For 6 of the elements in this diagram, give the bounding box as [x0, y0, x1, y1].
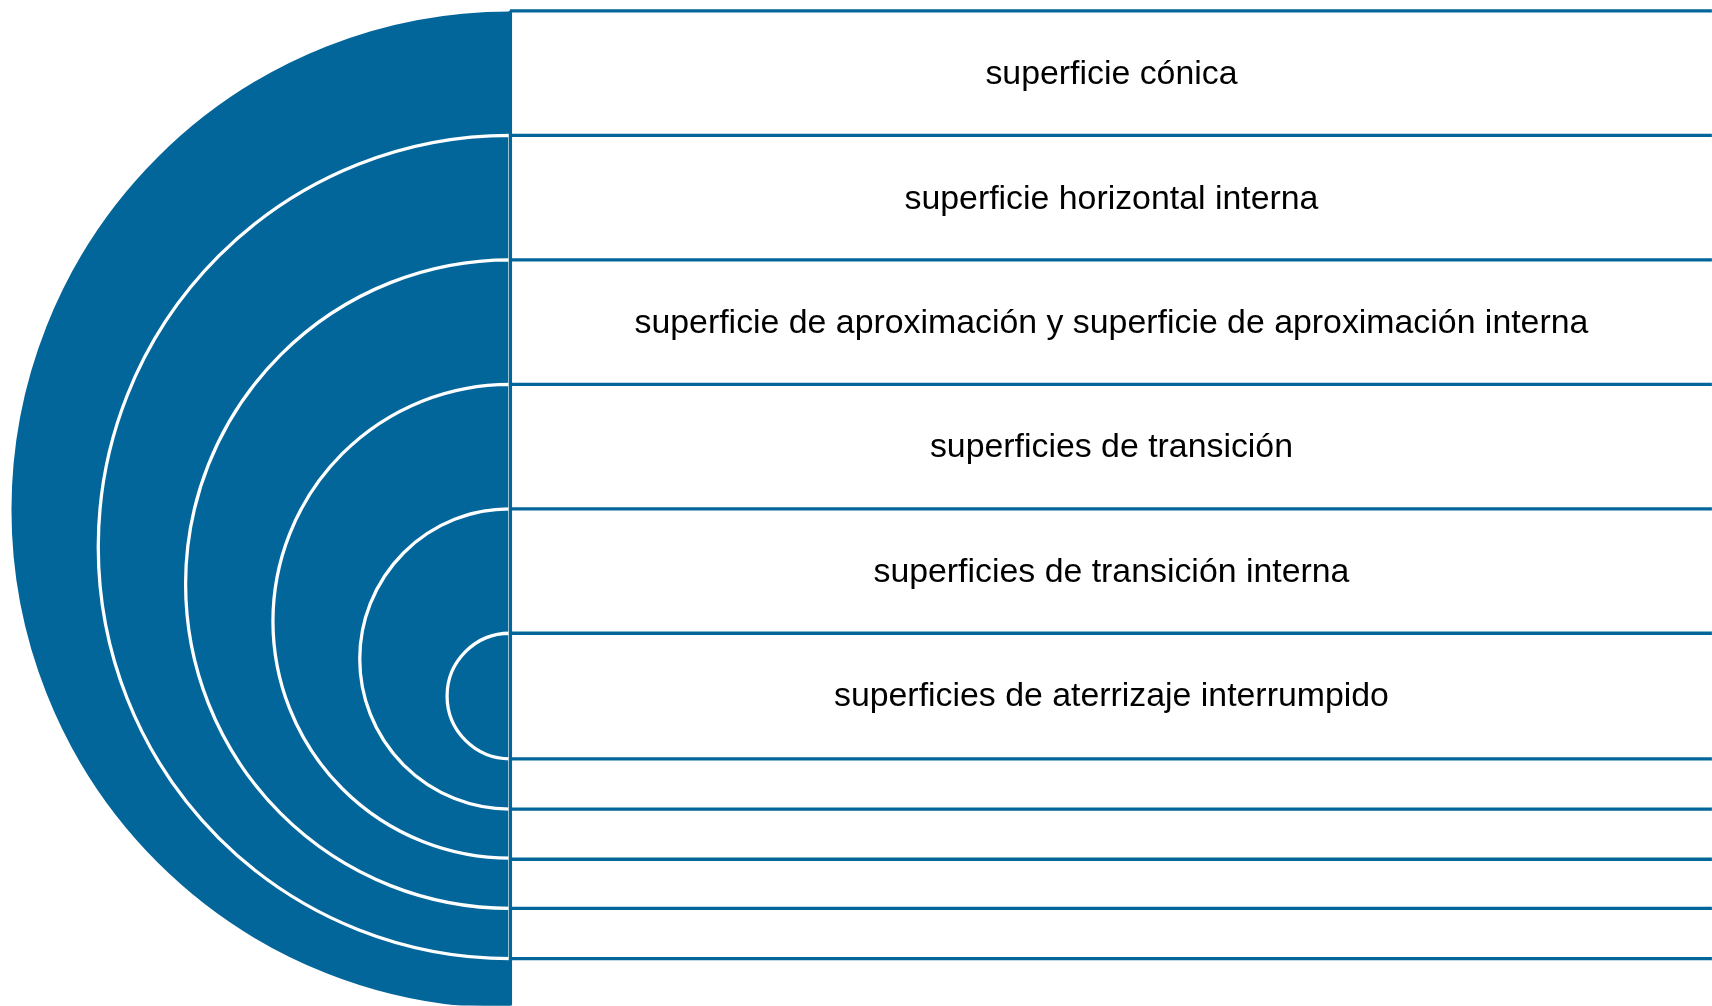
band-label: superficie horizontal interna [904, 178, 1319, 218]
band-label: superficies de aterrizaje interrumpido [833, 676, 1389, 715]
band-label: superficies de transición [929, 427, 1293, 466]
band-label: superficie cónica [985, 53, 1238, 93]
band-label: superficie de aproximación y superficie de aproximación interna [634, 302, 1589, 342]
band-label: superficies de transición interna [873, 551, 1350, 591]
